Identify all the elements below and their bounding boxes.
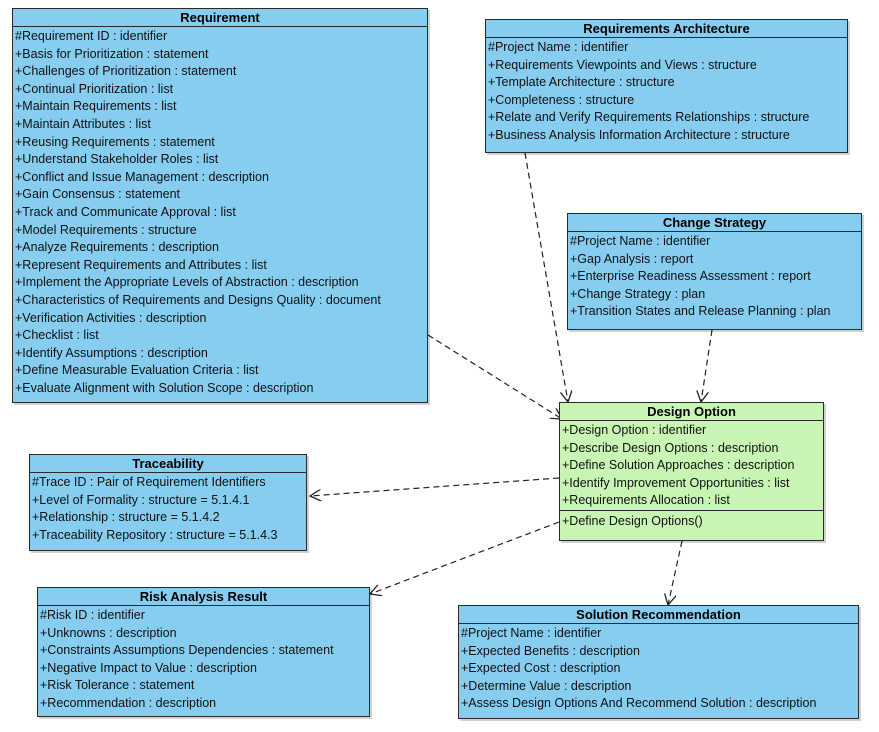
risk-analysis-result-attributes: #Risk ID : identifier +Unknowns : descri… bbox=[38, 606, 369, 713]
attribute-row: +Checklist : list bbox=[15, 328, 99, 343]
attribute-row: +Relate and Verify Requirements Relation… bbox=[488, 110, 810, 125]
link-design-option-to-solution-recommendation bbox=[668, 540, 683, 605]
attribute-row: +Conflict and Issue Management : descrip… bbox=[15, 169, 269, 184]
requirements-architecture-class[interactable]: Requirements Architecture #Project Name … bbox=[485, 19, 848, 153]
attribute-row: +Basis for Prioritization : statement bbox=[15, 46, 209, 61]
attribute-row: +Assess Design Options And Recommend Sol… bbox=[461, 696, 817, 711]
attribute-row: +Define Measurable Evaluation Criteria :… bbox=[15, 363, 259, 378]
attribute-row: +Level of Formality : structure = 5.1.4.… bbox=[32, 492, 250, 507]
attribute-row: +Transition States and Release Planning … bbox=[570, 304, 831, 319]
attribute-row: +Identify Assumptions : description bbox=[15, 345, 208, 360]
attribute-row: +Constraints Assumptions Dependencies : … bbox=[40, 643, 334, 658]
attribute-row: +Gap Analysis : report bbox=[570, 251, 694, 266]
solution-recommendation-class-title: Solution Recommendation bbox=[459, 606, 858, 624]
requirement-class[interactable]: Requirement #Requirement ID : identifier… bbox=[12, 8, 428, 403]
attribute-row: +Business Analysis Information Architect… bbox=[488, 127, 790, 142]
attribute-row: +Maintain Attributes : list bbox=[15, 116, 151, 131]
attribute-row: +Negative Impact to Value : description bbox=[40, 660, 257, 675]
attribute-row: +Design Option : identifier bbox=[562, 423, 707, 437]
risk-analysis-result-class[interactable]: Risk Analysis Result #Risk ID : identifi… bbox=[37, 587, 370, 717]
attribute-row: +Template Architecture : structure bbox=[488, 75, 675, 90]
attribute-row: +Implement the Appropriate Levels of Abs… bbox=[15, 275, 359, 290]
risk-analysis-result-class-title: Risk Analysis Result bbox=[38, 588, 369, 606]
traceability-class[interactable]: Traceability #Trace ID : Pair of Require… bbox=[29, 454, 307, 551]
traceability-class-title: Traceability bbox=[30, 455, 306, 473]
attribute-row: +Understand Stakeholder Roles : list bbox=[15, 152, 219, 167]
attribute-row: +Model Requirements : structure bbox=[15, 222, 197, 237]
design-option-attributes: +Design Option : identifier +Describe De… bbox=[560, 421, 823, 510]
link-change-strategy-to-design-option bbox=[701, 329, 713, 402]
attribute-row: +Relationship : structure = 5.1.4.2 bbox=[32, 510, 220, 525]
traceability-attributes: #Trace ID : Pair of Requirement Identifi… bbox=[30, 473, 306, 544]
attribute-row: +Represent Requirements and Attributes :… bbox=[15, 257, 267, 272]
attribute-row: +Unknowns : description bbox=[40, 625, 177, 640]
attribute-row: +Characteristics of Requirements and Des… bbox=[15, 292, 381, 307]
link-requirements-architecture-to-design-option bbox=[524, 152, 568, 402]
solution-recommendation-attributes: #Project Name : identifier +Expected Ben… bbox=[459, 624, 858, 713]
attribute-row: +Gain Consensus : statement bbox=[15, 187, 181, 202]
change-strategy-attributes: #Project Name : identifier +Gap Analysis… bbox=[568, 232, 861, 321]
attribute-row: +Define Solution Approaches : descriptio… bbox=[562, 458, 795, 473]
change-strategy-class[interactable]: Change Strategy #Project Name : identifi… bbox=[567, 213, 862, 330]
link-design-option-to-risk-analysis bbox=[370, 521, 560, 594]
attribute-row: #Trace ID : Pair of Requirement Identifi… bbox=[32, 475, 266, 489]
change-strategy-class-title: Change Strategy bbox=[568, 214, 861, 232]
attribute-row: +Challenges of Prioritization : statemen… bbox=[15, 64, 237, 79]
link-design-option-to-traceability bbox=[310, 477, 560, 496]
attribute-row: +Analyze Requirements : description bbox=[15, 240, 219, 255]
requirement-class-title: Requirement bbox=[13, 9, 427, 27]
attribute-row: +Change Strategy : plan bbox=[570, 286, 706, 301]
attribute-row: +Determine Value : description bbox=[461, 678, 632, 693]
attribute-row: +Traceability Repository : structure = 5… bbox=[32, 527, 278, 542]
attribute-row: +Recommendation : description bbox=[40, 695, 217, 710]
attribute-row: +Track and Communicate Approval : list bbox=[15, 204, 236, 219]
link-requirement-to-design-option bbox=[427, 334, 562, 419]
attribute-row: +Risk Tolerance : statement bbox=[40, 678, 195, 693]
solution-recommendation-class[interactable]: Solution Recommendation #Project Name : … bbox=[458, 605, 859, 719]
attribute-row: +Enterprise Readiness Assessment : repor… bbox=[570, 269, 811, 284]
attribute-row: #Risk ID : identifier bbox=[40, 608, 145, 622]
attribute-row: +Expected Benefits : description bbox=[461, 643, 640, 658]
attribute-row: +Expected Cost : description bbox=[461, 661, 621, 676]
operation-row: +Define Design Options() bbox=[562, 513, 703, 528]
design-option-operations: +Define Design Options() bbox=[560, 509, 823, 531]
attribute-row: +Identify Improvement Opportunities : li… bbox=[562, 475, 790, 490]
design-option-class-title: Design Option bbox=[560, 403, 823, 421]
attribute-row: +Reusing Requirements : statement bbox=[15, 134, 215, 149]
attribute-row: +Continual Prioritization : list bbox=[15, 81, 174, 96]
attribute-row: +Completeness : structure bbox=[488, 92, 635, 107]
attribute-row: +Verification Activities : description bbox=[15, 310, 207, 325]
attribute-row: +Evaluate Alignment with Solution Scope … bbox=[15, 380, 314, 395]
requirements-architecture-attributes: #Project Name : identifier +Requirements… bbox=[486, 38, 847, 145]
attribute-row: #Requirement ID : identifier bbox=[15, 29, 168, 43]
attribute-row: +Describe Design Options : description bbox=[562, 440, 779, 455]
requirement-attributes: #Requirement ID : identifier +Basis for … bbox=[13, 27, 427, 397]
attribute-row: +Requirements Viewpoints and Views : str… bbox=[488, 57, 757, 72]
attribute-row: #Project Name : identifier bbox=[570, 234, 711, 248]
requirements-architecture-class-title: Requirements Architecture bbox=[486, 20, 847, 38]
design-option-class[interactable]: Design Option +Design Option : identifie… bbox=[559, 402, 824, 541]
attribute-row: #Project Name : identifier bbox=[488, 40, 629, 54]
attribute-row: #Project Name : identifier bbox=[461, 626, 602, 640]
attribute-row: +Maintain Requirements : list bbox=[15, 99, 177, 114]
attribute-row: +Requirements Allocation : list bbox=[562, 493, 730, 508]
